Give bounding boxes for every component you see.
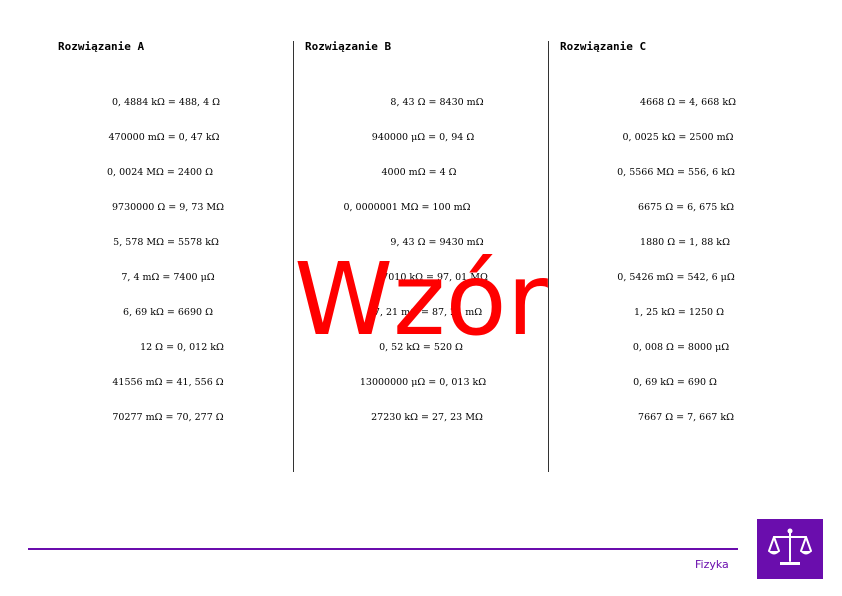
equation: 4668 Ω = 4, 668 kΩ bbox=[640, 97, 736, 108]
equation: 70277 mΩ = 70, 277 Ω bbox=[112, 412, 224, 423]
equation: 87, 21 mΩ = 87, 21 mΩ bbox=[367, 307, 483, 318]
equation: 0, 008 Ω = 8000 μΩ bbox=[632, 342, 730, 353]
footer-divider bbox=[28, 548, 738, 550]
subject-logo bbox=[757, 519, 823, 579]
solution-b-column: Rozwiązanie B 8, 43 Ω = 8430 mΩ 940000 μ… bbox=[293, 0, 549, 480]
equation: 0, 0025 kΩ = 2500 mΩ bbox=[622, 132, 734, 143]
equation: 97010 kΩ = 97, 01 MΩ bbox=[376, 272, 488, 283]
equation: 0, 4884 kΩ = 488, 4 Ω bbox=[111, 97, 221, 108]
equation: 0, 0024 MΩ = 2400 Ω bbox=[107, 167, 213, 178]
footer-subject-label: Fizyka bbox=[695, 558, 729, 571]
equation: 0, 5566 MΩ = 556, 6 kΩ bbox=[617, 167, 735, 178]
equation: 41556 mΩ = 41, 556 Ω bbox=[112, 377, 224, 388]
equation: 940000 μΩ = 0, 94 Ω bbox=[371, 132, 475, 143]
equation: 9730000 Ω = 9, 73 MΩ bbox=[111, 202, 225, 213]
equation: 9, 43 Ω = 9430 mΩ bbox=[390, 237, 484, 248]
equation: 7, 4 mΩ = 7400 μΩ bbox=[121, 272, 215, 283]
equation: 0, 0000001 MΩ = 100 mΩ bbox=[343, 202, 471, 213]
equation: 4000 mΩ = 4 Ω bbox=[381, 167, 457, 178]
solution-c-heading: Rozwiązanie C bbox=[560, 40, 647, 53]
equation: 27230 kΩ = 27, 23 MΩ bbox=[371, 412, 483, 423]
solution-a-column: Rozwiązanie A 0, 4884 kΩ = 488, 4 Ω 4700… bbox=[0, 0, 293, 480]
equation: 470000 mΩ = 0, 47 kΩ bbox=[108, 132, 220, 143]
scales-of-justice-icon bbox=[768, 528, 812, 565]
equation: 12 Ω = 0, 012 kΩ bbox=[140, 342, 224, 353]
solution-c-column: Rozwiązanie C 4668 Ω = 4, 668 kΩ 0, 0025… bbox=[549, 0, 842, 480]
equation: 1, 25 kΩ = 1250 Ω bbox=[634, 307, 724, 318]
equation: 6, 69 kΩ = 6690 Ω bbox=[123, 307, 213, 318]
equation: 13000000 μΩ = 0, 013 kΩ bbox=[359, 377, 487, 388]
equation: 5, 578 MΩ = 5578 kΩ bbox=[113, 237, 219, 248]
solution-a-heading: Rozwiązanie A bbox=[58, 40, 145, 53]
solution-b-heading: Rozwiązanie B bbox=[305, 40, 392, 53]
column-separator bbox=[293, 41, 294, 472]
column-separator bbox=[548, 41, 549, 472]
equation: 0, 69 kΩ = 690 Ω bbox=[633, 377, 717, 388]
equation: 1880 Ω = 1, 88 kΩ bbox=[640, 237, 730, 248]
equation: 0, 5426 mΩ = 542, 6 μΩ bbox=[617, 272, 735, 283]
equation: 8, 43 Ω = 8430 mΩ bbox=[390, 97, 484, 108]
equation: 6675 Ω = 6, 675 kΩ bbox=[638, 202, 734, 213]
equation: 0, 52 kΩ = 520 Ω bbox=[379, 342, 463, 353]
equation: 7667 Ω = 7, 667 kΩ bbox=[638, 412, 734, 423]
